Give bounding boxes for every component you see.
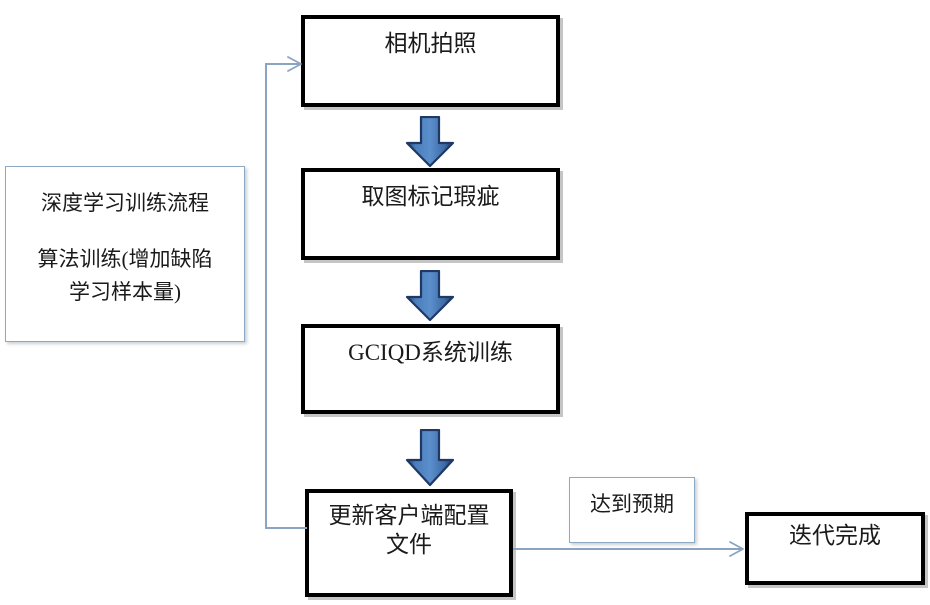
condition-box-expectation-met: 达到预期: [569, 477, 695, 543]
update-to-terminal-line: [513, 548, 741, 550]
update-to-terminal-arrowhead-icon: [728, 540, 746, 558]
feedback-line-bottom-segment: [265, 527, 307, 529]
feedback-arrowhead-icon: [286, 55, 304, 73]
process-box-mark-defects[interactable]: 取图标记瑕疵: [301, 168, 560, 260]
condition-label-expectation-met: 达到预期: [590, 492, 674, 516]
process-label-mark-defects: 取图标记瑕疵: [361, 184, 500, 209]
annotation-box-training-process: 深度学习训练流程 算法训练(增加缺陷 学习样本量): [5, 166, 245, 342]
process-box-update-client-config[interactable]: 更新客户端配置 文件: [305, 489, 513, 597]
process-box-camera-capture[interactable]: 相机拍照: [301, 15, 560, 107]
flow-arrow-down-1-icon: [404, 115, 456, 168]
annotation-line-2: 算法训练(增加缺陷 学习样本量): [37, 247, 213, 304]
terminal-label-iteration-complete: 迭代完成: [789, 523, 881, 548]
process-label-camera-capture: 相机拍照: [384, 31, 477, 56]
flow-arrow-down-3-icon: [404, 428, 456, 487]
annotation-line-1: 深度学习训练流程: [41, 191, 209, 215]
feedback-line-top-segment: [265, 63, 299, 65]
process-label-update-client-config: 更新客户端配置 文件: [328, 503, 490, 557]
process-label-gciqd-training: GCIQD系统训练: [348, 340, 513, 365]
feedback-line-vertical-segment: [265, 63, 267, 528]
terminal-box-iteration-complete[interactable]: 迭代完成: [745, 512, 925, 585]
process-box-gciqd-training[interactable]: GCIQD系统训练: [301, 324, 560, 414]
flow-arrow-down-2-icon: [404, 269, 456, 322]
